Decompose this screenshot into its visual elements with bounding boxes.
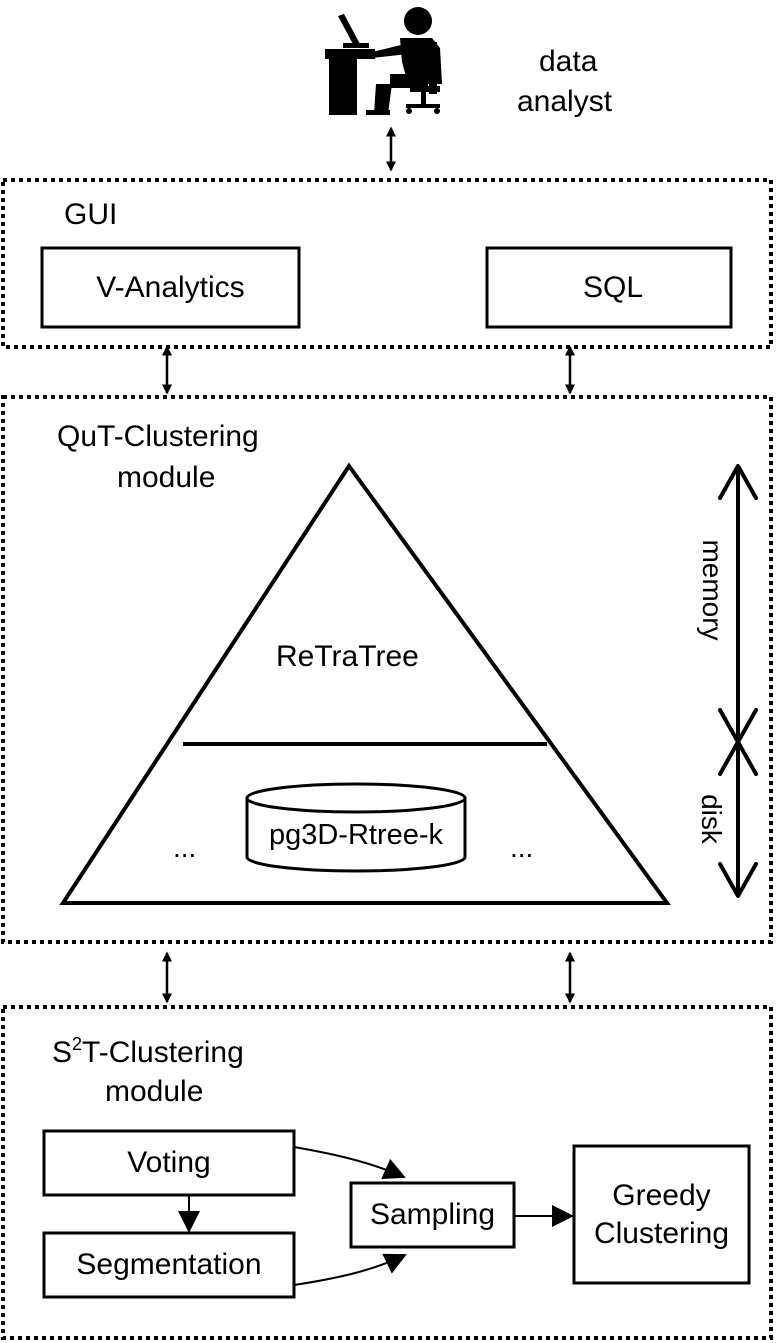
gui-title: GUI <box>64 198 118 231</box>
voting-sampling-arrow <box>293 1146 406 1180</box>
gui-container <box>1 178 773 349</box>
ellipsis-left: ... <box>173 832 197 863</box>
sql-label: SQL <box>582 270 643 304</box>
ellipsis-right: ... <box>510 832 534 863</box>
data-analyst-at-desk-icon <box>325 7 442 115</box>
user-label-line2: analyst <box>517 85 613 118</box>
greedy-clustering-label: Greedy Clustering <box>574 1146 749 1283</box>
s2t-container <box>1 1005 773 1340</box>
memory-label: memory <box>697 539 728 641</box>
pg3d-rtree-cylinder <box>245 782 467 873</box>
greedy-clustering-box <box>572 1144 751 1285</box>
greedy-label-line1: Greedy <box>612 1178 711 1212</box>
voting-label: Voting <box>127 1146 211 1179</box>
s2t-title-prefix: S <box>52 1036 73 1069</box>
pg3d-rtree-label: pg3D-Rtree-k <box>268 819 444 851</box>
sampling-box <box>349 1181 516 1249</box>
qut-title-line2: module <box>117 461 216 494</box>
s2t-title-rest: T-Clustering <box>82 1036 244 1069</box>
s2t-title-line2: module <box>105 1075 204 1108</box>
segmentation-sampling-arrow <box>293 1253 407 1286</box>
v-analytics-label: V-Analytics <box>96 270 245 304</box>
qut-title-line1: QuT-Clustering <box>57 420 259 453</box>
sampling-label: Sampling <box>369 1198 496 1231</box>
retratree-triangle <box>59 462 671 905</box>
greedy-label-line2: Clustering <box>593 1216 730 1250</box>
sql-box <box>485 246 733 329</box>
s2t-title-line1: S2T-Clustering <box>52 1034 244 1070</box>
disk-label: disk <box>696 794 727 844</box>
retratree-label: ReTraTree <box>276 640 419 673</box>
s2t-title-sup: 2 <box>72 1034 83 1054</box>
qut-container <box>1 395 773 944</box>
v-analytics-box <box>40 246 301 329</box>
segmentation-label: Segmentation <box>76 1248 262 1281</box>
user-label-line1: data <box>539 45 598 78</box>
voting-box <box>42 1129 296 1197</box>
segmentation-box <box>42 1231 296 1299</box>
